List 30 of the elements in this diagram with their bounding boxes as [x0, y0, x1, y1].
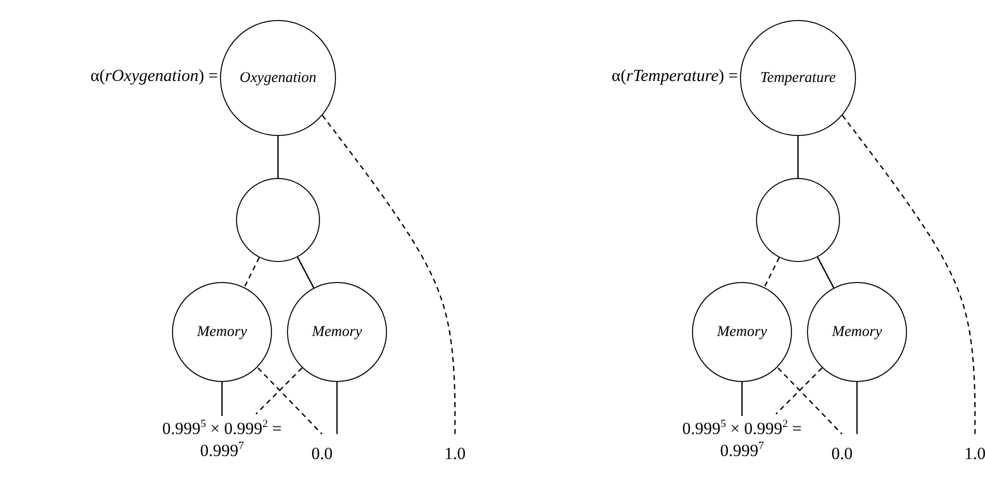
dashed-connector: [776, 368, 822, 414]
probability-value: 0.999$^{5}$ × 0.999$^{2}$ = 0.999$^{7}$: [674, 418, 810, 464]
node-label: Memory: [312, 324, 362, 340]
probability-value: 1.0: [958, 443, 985, 467]
node-label: Temperature: [760, 70, 836, 86]
dashed-connector: [322, 114, 456, 437]
dashed-connector: [778, 368, 842, 434]
connector: [817, 256, 834, 288]
connector: [741, 382, 743, 416]
connector: [856, 382, 858, 434]
dashed-connector: [764, 257, 780, 288]
node-annotation: α(rOxygenation) =: [90, 66, 218, 86]
probability-value: 0.999$^{5}$ × 0.999$^{2}$ = 0.999$^{7}$: [154, 418, 290, 464]
dashed-connector: [256, 368, 302, 414]
node-label: Memory: [717, 324, 767, 340]
probability-value: 0.0: [825, 443, 859, 467]
probability-value: 1.0: [438, 443, 472, 467]
connector: [277, 136, 279, 178]
dashed-connector: [842, 114, 976, 437]
dashed-connector: [258, 368, 322, 434]
dashed-connector: [244, 257, 260, 288]
connector: [336, 382, 338, 434]
node-label: Oxygenation: [240, 70, 316, 86]
connector: [297, 256, 314, 288]
connector: [221, 382, 223, 416]
probability-value: 0.0: [305, 443, 339, 467]
node-label: Memory: [197, 324, 247, 340]
connector: [797, 136, 799, 178]
node-label: Memory: [832, 324, 882, 340]
node-annotation: α(rTemperature) =: [612, 66, 738, 86]
